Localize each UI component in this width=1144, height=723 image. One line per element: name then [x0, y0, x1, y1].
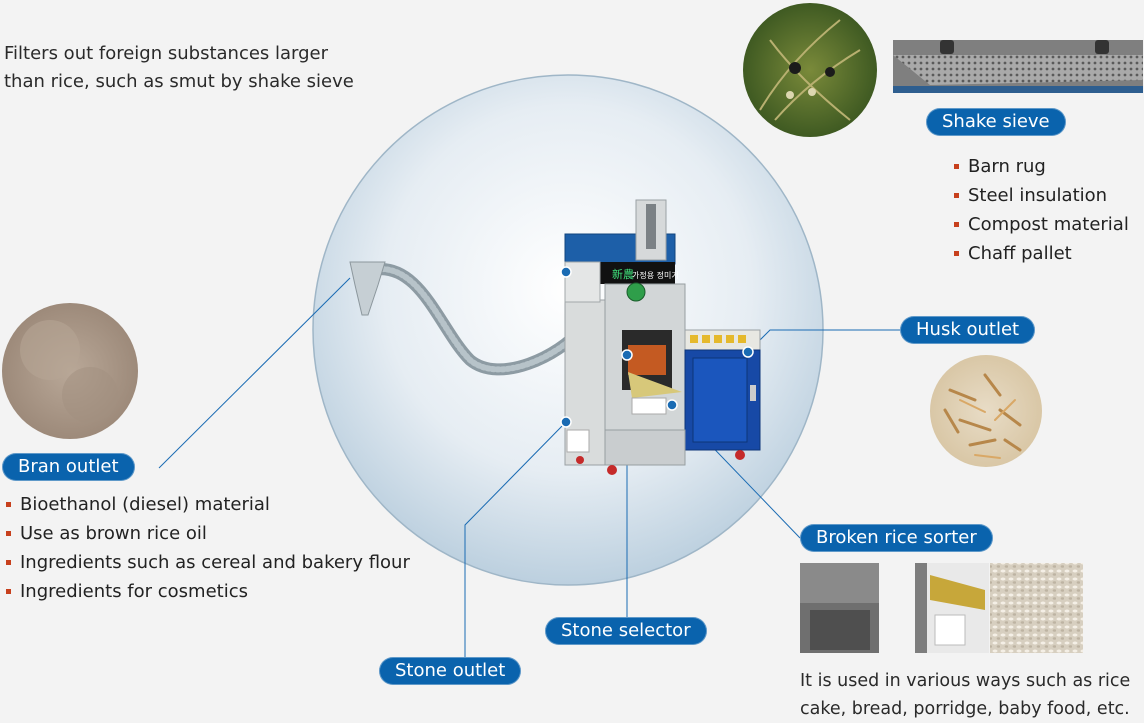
broken-rice-line-2: cake, bread, porridge, baby food, etc. [800, 699, 1130, 719]
bran-leader-line [158, 277, 351, 469]
broken-rice-image-3 [990, 563, 1083, 653]
shake-sieve-label: Shake sieve [926, 108, 1066, 136]
intro-text: Filters out foreign substances larger th… [4, 40, 354, 96]
machine-display-panel [600, 262, 675, 284]
bran-outlet-label: Bran outlet [2, 453, 135, 481]
stone-outlet-leader-line [464, 421, 567, 657]
husk-outlet-label: Husk outlet [900, 316, 1036, 344]
machine-logo-text: 新農 [612, 267, 634, 281]
smut-grass-image [743, 3, 877, 137]
list-item: Ingredients for cosmetics [6, 577, 410, 606]
broken-rice-sorter-label: Broken rice sorter [800, 524, 993, 552]
bran-uses-list: Bioethanol (diesel) material Use as brow… [6, 490, 410, 606]
intro-line-1: Filters out foreign substances larger [4, 43, 329, 64]
broken-rice-description: It is used in various ways such as rice … [800, 667, 1130, 723]
machine-label-text: 가정용 정미기 [632, 270, 679, 280]
list-item: Ingredients such as cereal and bakery fl… [6, 548, 410, 577]
intro-line-2: than rice, such as smut by shake sieve [4, 71, 354, 92]
stone-selector-label: Stone selector [545, 617, 707, 645]
broken-rice-line-1: It is used in various ways such as rice [800, 671, 1131, 691]
list-item: Use as brown rice oil [6, 519, 410, 548]
list-item: Barn rug [954, 152, 1129, 181]
list-item: Chaff pallet [954, 239, 1129, 268]
list-item: Bioethanol (diesel) material [6, 490, 410, 519]
list-item: Steel insulation [954, 181, 1129, 210]
shake-sieve-uses-list: Barn rug Steel insulation Compost materi… [954, 152, 1129, 268]
husk-image [930, 355, 1042, 467]
list-item: Compost material [954, 210, 1129, 239]
stone-outlet-label: Stone outlet [379, 657, 522, 685]
rice-milling-machine: 新農 가정용 정미기 [349, 199, 761, 475]
